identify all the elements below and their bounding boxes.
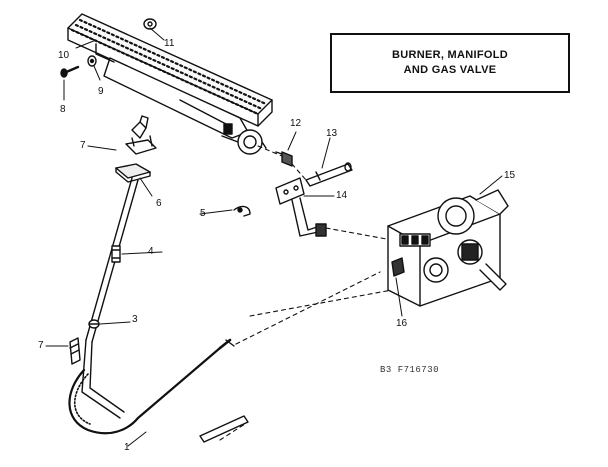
connection-lines <box>219 145 393 441</box>
thermocouple-1 <box>68 338 235 435</box>
callout-1: 1 <box>124 442 130 453</box>
callout-10: 10 <box>58 50 70 61</box>
pilot-tube <box>81 177 139 419</box>
callout-7-upper: 7 <box>80 140 86 151</box>
callout-6: 6 <box>156 198 162 209</box>
bracket-6 <box>115 163 151 183</box>
supply-tube <box>199 415 249 443</box>
callout-14: 14 <box>336 190 348 201</box>
leader-lines <box>45 27 503 447</box>
fitting-16 <box>391 257 405 277</box>
ferrule-3 <box>88 319 100 329</box>
callout-5: 5 <box>200 208 206 219</box>
clip-5 <box>233 205 251 217</box>
pilot-7-upper <box>125 115 157 155</box>
burner <box>67 13 273 139</box>
nut-11 <box>143 18 157 30</box>
callout-11: 11 <box>164 38 175 49</box>
callout-16: 16 <box>396 318 408 329</box>
callout-4: 4 <box>148 246 154 257</box>
title-box: BURNER, MANIFOLD AND GAS VALVE <box>330 33 570 93</box>
gas-valve-15 <box>387 189 509 307</box>
callout-3: 3 <box>132 314 138 325</box>
callout-8: 8 <box>60 104 66 115</box>
callout-9: 9 <box>98 86 104 97</box>
callout-12: 12 <box>290 118 302 129</box>
manifold-13 <box>305 162 353 187</box>
title-line-2: AND GAS VALVE <box>403 64 497 76</box>
title-line-1: BURNER, MANIFOLD <box>391 49 508 61</box>
air-shutter <box>221 123 267 155</box>
fitting-7-lower <box>69 337 81 365</box>
washer-9 <box>87 55 97 67</box>
callout-15: 15 <box>504 170 516 181</box>
part-code: B3 F716730 <box>380 365 440 375</box>
orifice-12 <box>275 151 293 167</box>
fitting-4 <box>111 245 121 263</box>
callout-7-lower: 7 <box>38 340 44 351</box>
callout-13: 13 <box>326 128 338 139</box>
screw-8 <box>60 65 80 78</box>
manifold-14 <box>275 177 327 237</box>
